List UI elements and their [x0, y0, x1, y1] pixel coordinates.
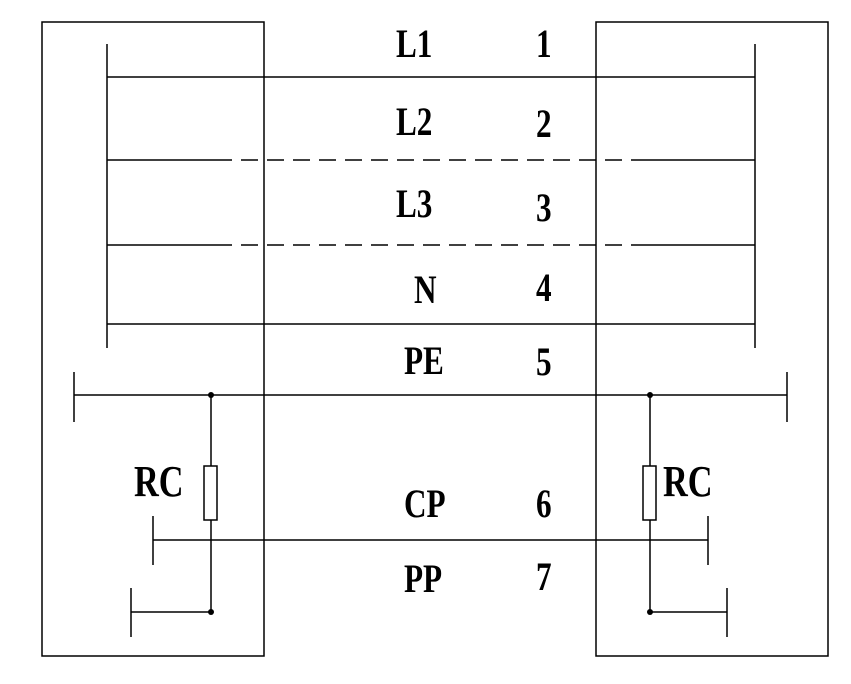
pin-number-7: 7: [536, 554, 552, 599]
junction-dot: [208, 609, 214, 615]
pin-label-pe: PE: [404, 338, 444, 383]
junction-dot: [647, 392, 653, 398]
left-connector-housing: [41, 21, 265, 657]
pin-label-pp: PP: [404, 556, 443, 601]
right-resistor-label: RC: [663, 457, 713, 506]
conductor-pe: [73, 372, 788, 422]
pin-label-l1: L1: [396, 21, 433, 66]
conductor-cp: [152, 516, 709, 565]
pin-label-n: N: [414, 267, 437, 312]
left-rc-resistor-branch: [130, 395, 218, 637]
pin-number-2: 2: [536, 101, 552, 146]
left-resistor-label: RC: [134, 457, 184, 506]
pin-number-6: 6: [536, 481, 552, 526]
pin-number-5: 5: [536, 339, 552, 384]
pin-label-l3: L3: [396, 181, 433, 226]
junction-dot: [647, 609, 653, 615]
pin-label-cp: CP: [404, 481, 446, 526]
right-connector-housing: [595, 21, 829, 657]
pin-number-1: 1: [536, 21, 552, 66]
pin-number-3: 3: [536, 185, 552, 230]
pin-label-l2: L2: [396, 99, 433, 144]
junction-dot: [208, 392, 214, 398]
right-rc-resistor-branch: [642, 395, 728, 637]
pin-number-4: 4: [536, 265, 552, 310]
